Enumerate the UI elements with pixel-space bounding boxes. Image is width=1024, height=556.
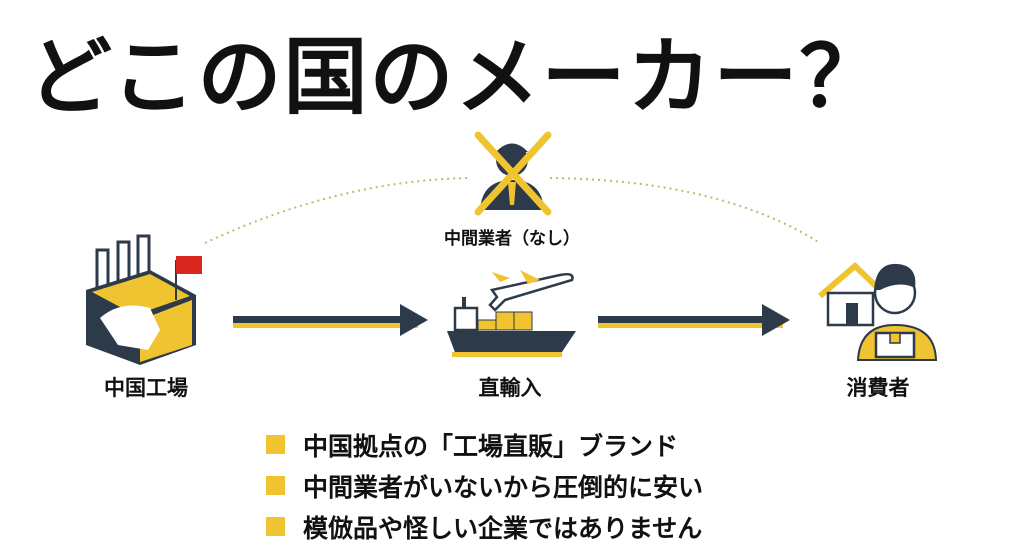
- bullet-square-icon: [266, 435, 285, 454]
- ship-and-plane-icon: [447, 270, 576, 357]
- crossed-out-businessman-icon: [474, 131, 552, 216]
- list-item: 中国拠点の「工場直販」ブランド: [266, 424, 703, 465]
- china-flag-icon: [176, 256, 202, 274]
- arrow-import-to-consumer: [598, 304, 790, 336]
- node-label-import: 直輸入: [478, 376, 542, 400]
- middleman-label: 中間業者（なし）: [444, 229, 580, 249]
- page-title: どこの国のメーカー？: [28, 28, 886, 126]
- china-factory-icon: [86, 234, 202, 365]
- list-item: 中間業者がいないから圧倒的に安い: [266, 465, 703, 506]
- bypass-dotted-arc: [204, 177, 821, 244]
- arrow-factory-to-import: [233, 304, 428, 336]
- node-label-factory: 中国工場: [104, 376, 188, 400]
- list-item: 模倣品や怪しい企業ではありません: [266, 506, 703, 547]
- bullet-square-icon: [266, 476, 285, 495]
- consumer-with-package-icon: [818, 261, 938, 361]
- bullet-text: 模倣品や怪しい企業ではありません: [303, 513, 703, 543]
- bullet-text: 中国拠点の「工場直販」ブランド: [303, 431, 679, 461]
- bullet-list: 中国拠点の「工場直販」ブランド 中間業者がいないから圧倒的に安い 模倣品や怪しい…: [266, 424, 703, 547]
- node-label-consumer: 消費者: [846, 376, 910, 400]
- bullet-square-icon: [266, 517, 285, 536]
- bullet-text: 中間業者がいないから圧倒的に安い: [303, 472, 704, 502]
